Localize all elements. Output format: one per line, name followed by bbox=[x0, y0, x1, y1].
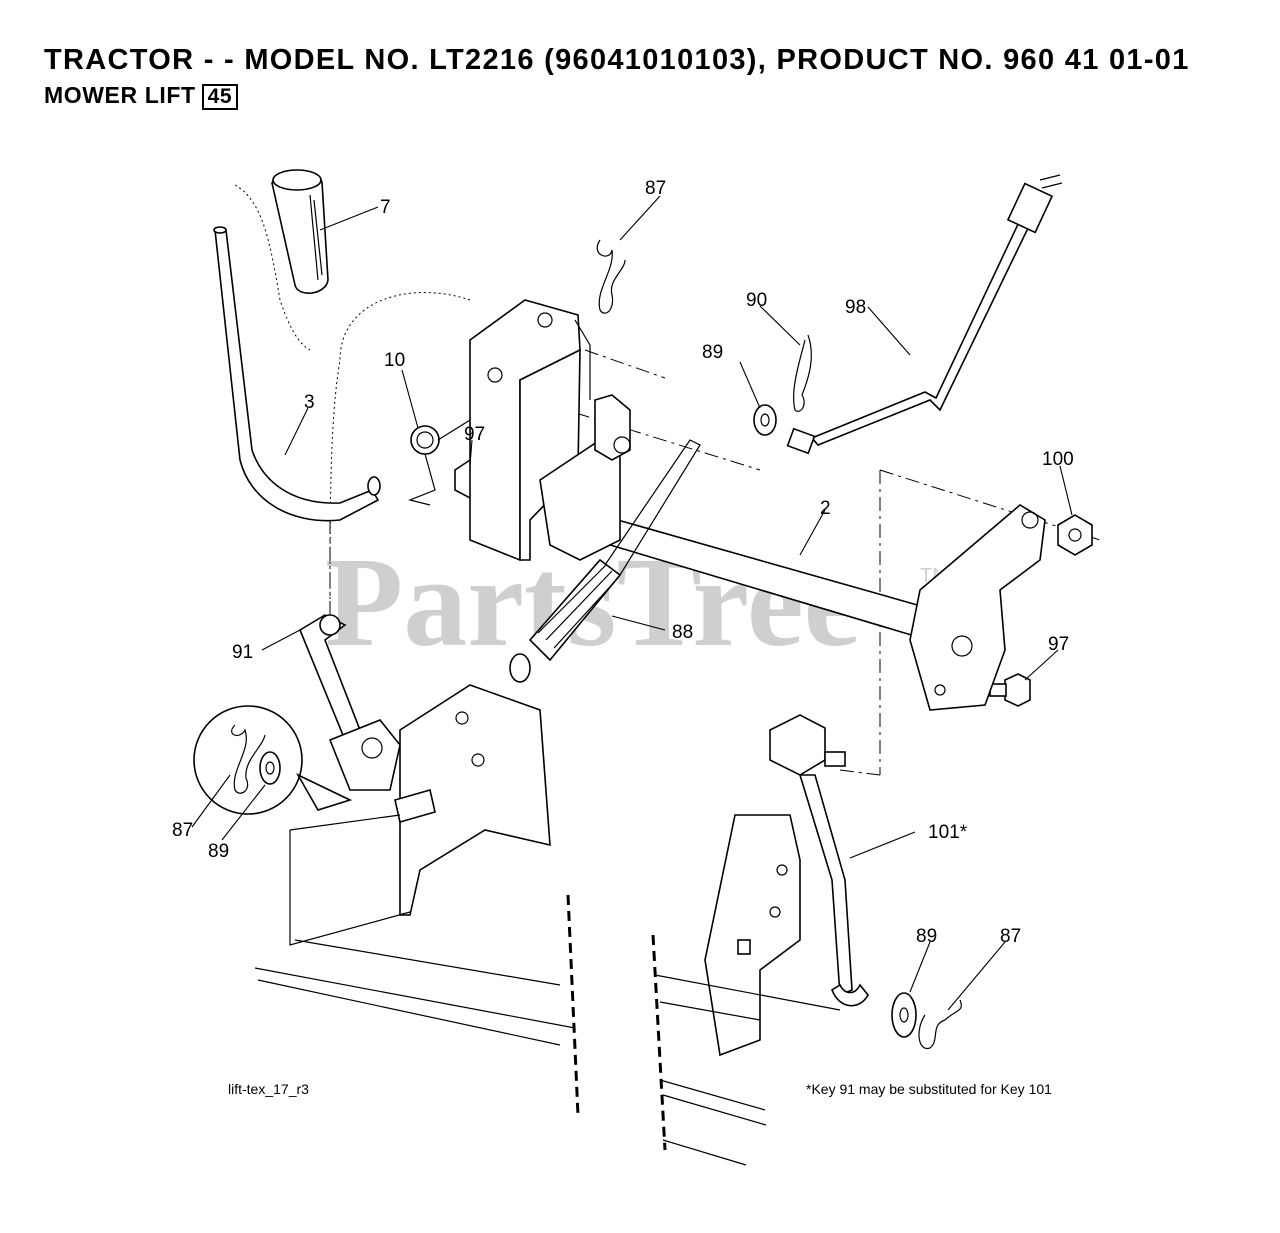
callout-3: 3 bbox=[304, 392, 315, 413]
part-98-adjustment-rod bbox=[786, 174, 1063, 455]
part-2-lift-shaft bbox=[539, 394, 936, 642]
part-100-nut bbox=[1057, 514, 1093, 556]
page-title: TRACTOR - - MODEL NO. LT2216 (9604101010… bbox=[44, 44, 1190, 76]
callout-89-upper: 89 bbox=[702, 342, 723, 363]
callout-89-detail: 89 bbox=[208, 841, 229, 862]
lift-bracket bbox=[469, 299, 591, 562]
part-89-washer-right bbox=[891, 992, 917, 1038]
right-lift-arm bbox=[909, 504, 1046, 711]
part-88-extension-spring bbox=[509, 439, 701, 683]
callout-101: 101* bbox=[928, 822, 968, 843]
callout-89-right: 89 bbox=[916, 926, 937, 947]
part-91-lift-link bbox=[298, 614, 401, 791]
lever-sweep-arc bbox=[234, 184, 471, 621]
callout-2: 2 bbox=[820, 498, 831, 519]
part-7-handle-grip bbox=[271, 169, 329, 294]
part-89-washer-upper bbox=[753, 404, 777, 436]
right-deck-bracket bbox=[704, 814, 801, 1057]
part-87-hairpin-clip-upper bbox=[596, 239, 626, 314]
callout-97-right: 97 bbox=[1048, 634, 1069, 655]
left-deck-outline bbox=[254, 814, 580, 1116]
section-name: MOWER LIFT bbox=[44, 82, 196, 108]
alignment-lines bbox=[329, 349, 1101, 776]
part-87-hairpin-clip-right bbox=[918, 999, 962, 1049]
part-97-bolt-right bbox=[989, 673, 1031, 707]
drawing-id: lift-tex_17_r3 bbox=[228, 1081, 309, 1097]
callout-90: 90 bbox=[746, 290, 767, 311]
detail-zoom-circle bbox=[193, 705, 353, 815]
callout-98: 98 bbox=[845, 297, 866, 318]
callout-100: 100 bbox=[1042, 449, 1074, 470]
callout-87-detail: 87 bbox=[172, 820, 193, 841]
part-101-alt-lift-link bbox=[769, 714, 869, 1007]
callout-87-upper: 87 bbox=[645, 178, 666, 199]
callout-91: 91 bbox=[232, 642, 253, 663]
part-10-torsion-spring bbox=[408, 419, 471, 506]
leader-lines bbox=[191, 195, 1073, 1011]
part-90-clip bbox=[793, 334, 812, 412]
callout-7: 7 bbox=[380, 197, 391, 218]
part-3-lift-lever bbox=[213, 226, 381, 522]
callout-88: 88 bbox=[672, 622, 693, 643]
callout-97-upper: 97 bbox=[464, 424, 485, 445]
section-number-badge: 45 bbox=[201, 84, 239, 110]
right-deck-outline bbox=[651, 934, 841, 1166]
left-deck-bracket bbox=[394, 684, 551, 916]
substitution-note: *Key 91 may be substituted for Key 101 bbox=[806, 1081, 1052, 1097]
callout-87-right: 87 bbox=[1000, 926, 1021, 947]
callout-10: 10 bbox=[384, 350, 405, 371]
